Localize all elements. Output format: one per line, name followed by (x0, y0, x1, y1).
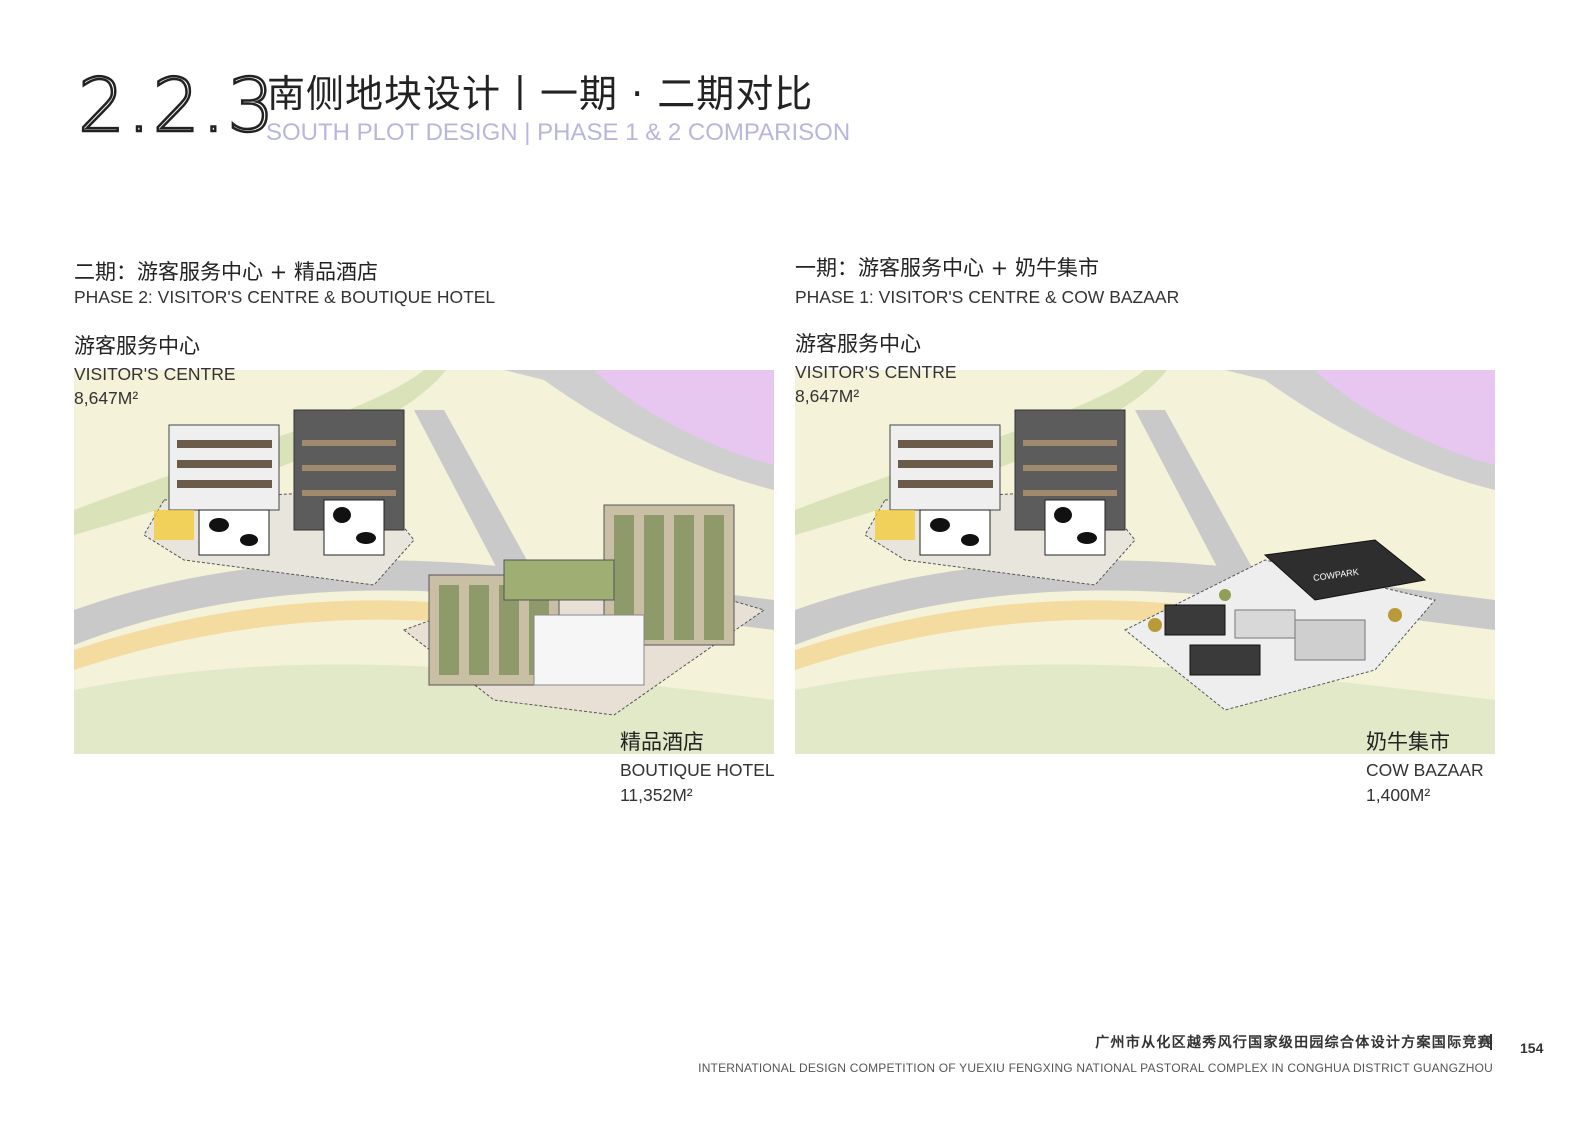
phase1-bazaar-area: 1,400M² (1366, 785, 1431, 805)
phase2-axonometric-image (74, 370, 774, 754)
phase1-visitor-centre-area: 8,647M² (795, 386, 860, 406)
footer-title-cn: 广州市从化区越秀风行国家级田园综合体设计方案国际竞赛 (1095, 1035, 1493, 1051)
phase2-visitor-centre-cn: 游客服务中心 (74, 334, 200, 358)
page-title-cn: 南侧地块设计丨一期 · 二期对比 (267, 72, 814, 116)
phase1-title-en: PHASE 1: VISITOR'S CENTRE & COW BAZAAR (795, 287, 1180, 307)
footer-title-en: INTERNATIONAL DESIGN COMPETITION OF YUEX… (698, 1061, 1493, 1075)
section-number: 2.2.3 (77, 63, 277, 149)
phase2-visitor-centre-en: VISITOR'S CENTRE (74, 364, 236, 384)
phase1-visitor-centre-cn: 游客服务中心 (795, 332, 921, 356)
phase2-visitor-centre-area: 8,647M² (74, 388, 139, 408)
phase2-title-en: PHASE 2: VISITOR'S CENTRE & BOUTIQUE HOT… (74, 287, 496, 307)
phase2-hotel-cn: 精品酒店 (620, 730, 704, 754)
phase1-bazaar-cn: 奶牛集市 (1366, 730, 1450, 754)
phase2-title-cn: 二期：游客服务中心 + 精品酒店 (74, 260, 378, 284)
footer-divider (1490, 1034, 1492, 1050)
page-title-en: SOUTH PLOT DESIGN | PHASE 1 & 2 COMPARIS… (266, 119, 851, 146)
phase1-axonometric-image: COWPARK (795, 370, 1495, 754)
page-number: 154 (1520, 1040, 1544, 1056)
phase2-hotel-area: 11,352M² (620, 785, 693, 805)
phase1-visitor-centre-en: VISITOR'S CENTRE (795, 362, 957, 382)
phase2-hotel-en: BOUTIQUE HOTEL (620, 760, 775, 780)
phase1-title-cn: 一期：游客服务中心 + 奶牛集市 (795, 256, 1099, 280)
phase1-bazaar-en: COW BAZAAR (1366, 760, 1484, 780)
